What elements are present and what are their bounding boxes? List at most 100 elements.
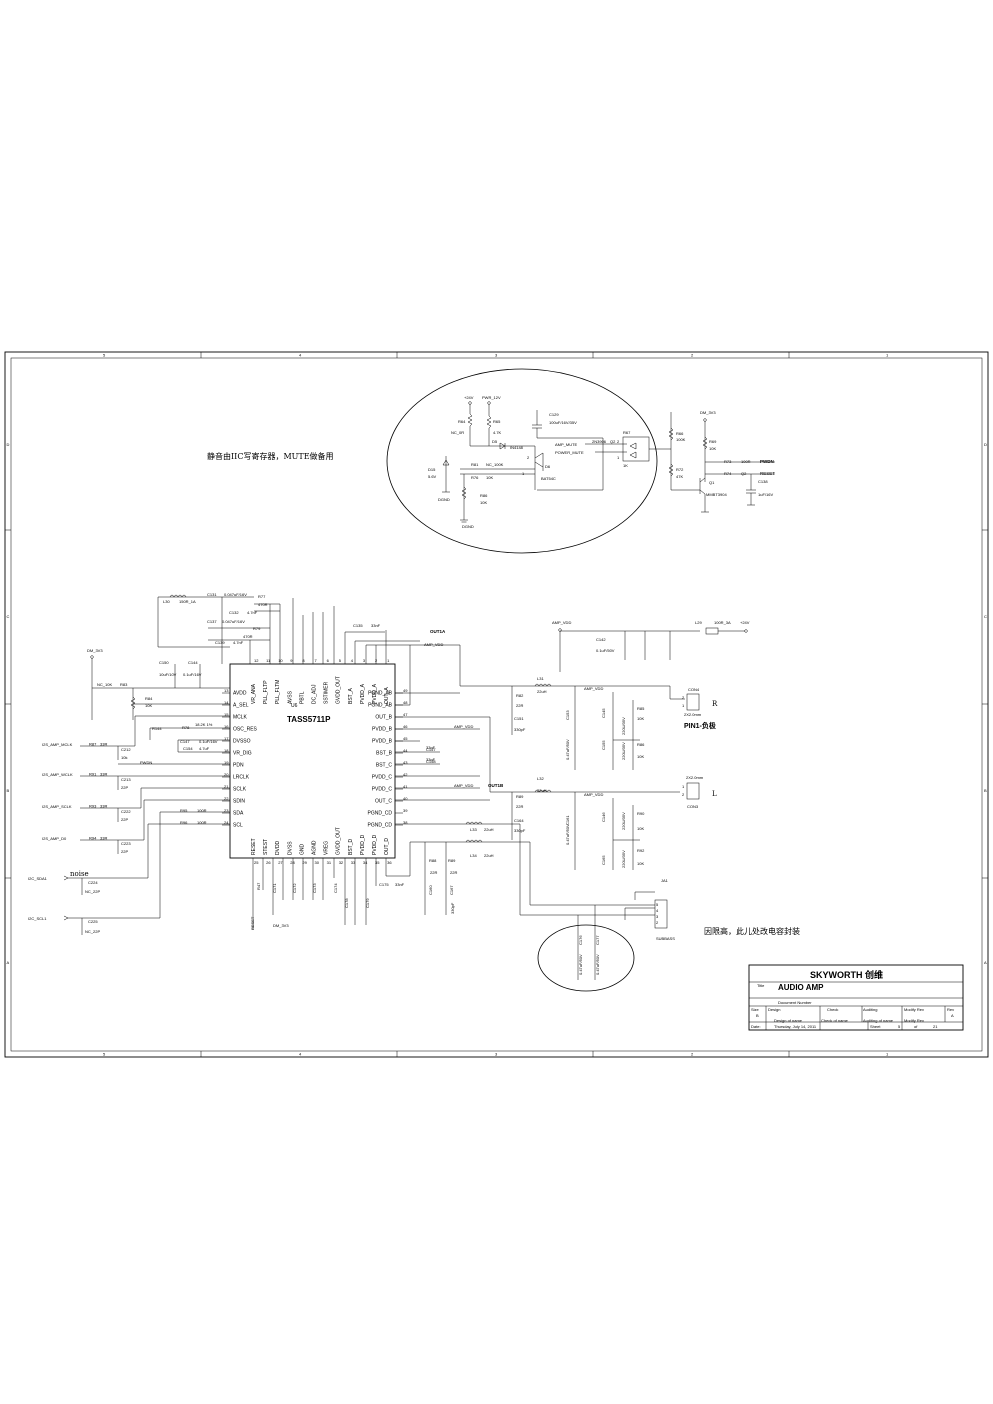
ic-pin-num: 2 — [375, 658, 378, 663]
ic-pin-num: 26 — [266, 860, 271, 865]
ic-pin-num: 48 — [403, 700, 408, 705]
l32-val: 22uH — [537, 788, 547, 793]
ic-pin-num: 7 — [315, 658, 318, 663]
l33-val: 22uH — [484, 827, 494, 832]
r89: R89 — [516, 794, 524, 799]
net-amp-mute: AMP_MUTE — [555, 442, 578, 447]
ja1-pin5: 5 — [656, 902, 659, 907]
tb-rev-label: Rev — [947, 1007, 954, 1012]
c144-val: 0.1uF/16V — [183, 672, 202, 677]
i2s-res-val: 33R — [100, 836, 107, 841]
c167-val: 330pF — [450, 902, 455, 914]
r47: R47 — [256, 882, 261, 890]
ja1-pin4: 4 — [656, 908, 659, 913]
ic-pin-num: 22 — [224, 796, 229, 801]
pin1-q2: 1 — [522, 471, 525, 476]
ic-pin-name: AVSS — [287, 690, 293, 704]
ic-pin-num: 16 — [224, 724, 229, 729]
outer-frame — [4, 351, 989, 1058]
ic-pin-num: 8 — [302, 658, 305, 663]
ic-pin-num: 4 — [351, 658, 354, 663]
d6-val: 1K — [623, 463, 628, 468]
c138-val: 1uF/16V — [758, 492, 773, 497]
ic-pin-name: PVDD_B — [372, 739, 393, 745]
zone-right-4: A — [984, 960, 987, 965]
c131-val: 0.047uF/16V — [224, 592, 247, 597]
out1b: OUT1B — [488, 783, 504, 788]
c172: C172 — [292, 883, 297, 893]
ic-pin-name: PLL_FLTM — [275, 680, 281, 704]
tb-rev: A — [951, 1013, 954, 1018]
ic-pin-num: 24 — [224, 820, 229, 825]
c153: C153 — [565, 710, 570, 720]
c154-val: 4.7uF — [199, 746, 210, 751]
title-block: SKYWORTH 创维 Title AUDIO AMP Document Num… — [748, 964, 964, 1031]
r81-val: NC_100K — [486, 462, 504, 467]
d6-pin2: 2 — [617, 439, 620, 444]
ic-pin-name: AVDD — [233, 691, 247, 697]
zone-bottom-1: 5 — [103, 1052, 106, 1057]
dm3v3-left: DM_3V3 — [87, 648, 103, 653]
amp-vdd-right: AMP_VDD — [552, 620, 571, 625]
tb-auditing: Auditing of name — [863, 1018, 894, 1023]
i2s-cap-val: 22P — [121, 785, 128, 790]
ic-pin-name: SDA — [233, 811, 244, 817]
ic-pin-num: 36 — [387, 860, 392, 865]
tb-sheet-label: Sheet — [870, 1024, 881, 1029]
r84: R84 — [145, 696, 153, 701]
ja1-pin2: 2 — [656, 920, 659, 925]
d15-val: 5.6V — [428, 474, 437, 479]
ic-pin-num: 17 — [224, 736, 229, 741]
ic-pin-name: PGND_CD — [368, 811, 393, 817]
ic-pin-name: PGND_CD — [368, 823, 393, 829]
r78-val: 18.2K 1% — [195, 722, 213, 727]
c132-val: 4.7nF — [247, 610, 258, 615]
c164: C164 — [514, 818, 524, 823]
net-power-mute: POWER_MUTE — [555, 450, 584, 455]
ic-pin-num: 32 — [339, 860, 344, 865]
r89-val: 22R — [516, 804, 523, 809]
r96-val: 100R — [197, 820, 207, 825]
amp-vdd-mid2: AMP_VDD — [454, 783, 473, 788]
tb-of: 21 — [933, 1024, 938, 1029]
ic-pin-name: GND — [299, 844, 305, 856]
i2s-res-val: 33R — [100, 804, 107, 809]
ic-pin-num: 30 — [315, 860, 320, 865]
c131: C131 — [207, 592, 217, 597]
ic-pin-num: 14 — [224, 700, 229, 705]
c129-val: 100uF/16V/35V — [549, 420, 577, 425]
cap-note: 因限高，此儿处改电容封装 — [704, 926, 800, 936]
net-24v: +24V — [464, 395, 474, 400]
ic-pin-num: 31 — [327, 860, 332, 865]
d5-val: IN4148 — [510, 445, 524, 450]
ic-pin-name: BST_B — [376, 751, 393, 757]
c151: C151 — [514, 716, 524, 721]
ic-bottom-network: RESET R47 DM_3V3 C171 C172 C173 C174 C17… — [250, 821, 520, 930]
tb-date: Thursday, July 14, 2011 — [774, 1024, 817, 1029]
c160: C160 — [428, 885, 433, 895]
amp-vdd-top: AMP_VDD — [424, 642, 443, 647]
r89b: R89 — [448, 858, 456, 863]
r92-val: 10K — [637, 861, 644, 866]
r76-val: 10K — [486, 475, 493, 480]
tb-date-label: Date: — [751, 1024, 761, 1029]
d15: D15 — [428, 467, 436, 472]
r79: R79 — [253, 626, 261, 631]
l32: L32 — [537, 776, 544, 781]
zone-right-2: C — [984, 614, 987, 619]
l30: L30 — [163, 599, 170, 604]
ic-pin-name: GVDD_OUT — [336, 676, 342, 704]
ic-pin-num: 29 — [302, 860, 307, 865]
ic-pin-num: 39 — [403, 808, 408, 813]
i2s-res: R94 — [89, 836, 97, 841]
r77: R77 — [258, 594, 266, 599]
c178: C178 — [344, 898, 349, 908]
ic-pin-num: 10 — [278, 658, 283, 663]
r92: R92 — [637, 848, 645, 853]
tb-size: B — [756, 1013, 759, 1018]
zone-top-1: 5 — [103, 353, 106, 358]
ic-pin-name: DVSS — [287, 841, 293, 855]
ja1: JA1 — [661, 878, 669, 883]
c135: C135 — [353, 623, 363, 628]
